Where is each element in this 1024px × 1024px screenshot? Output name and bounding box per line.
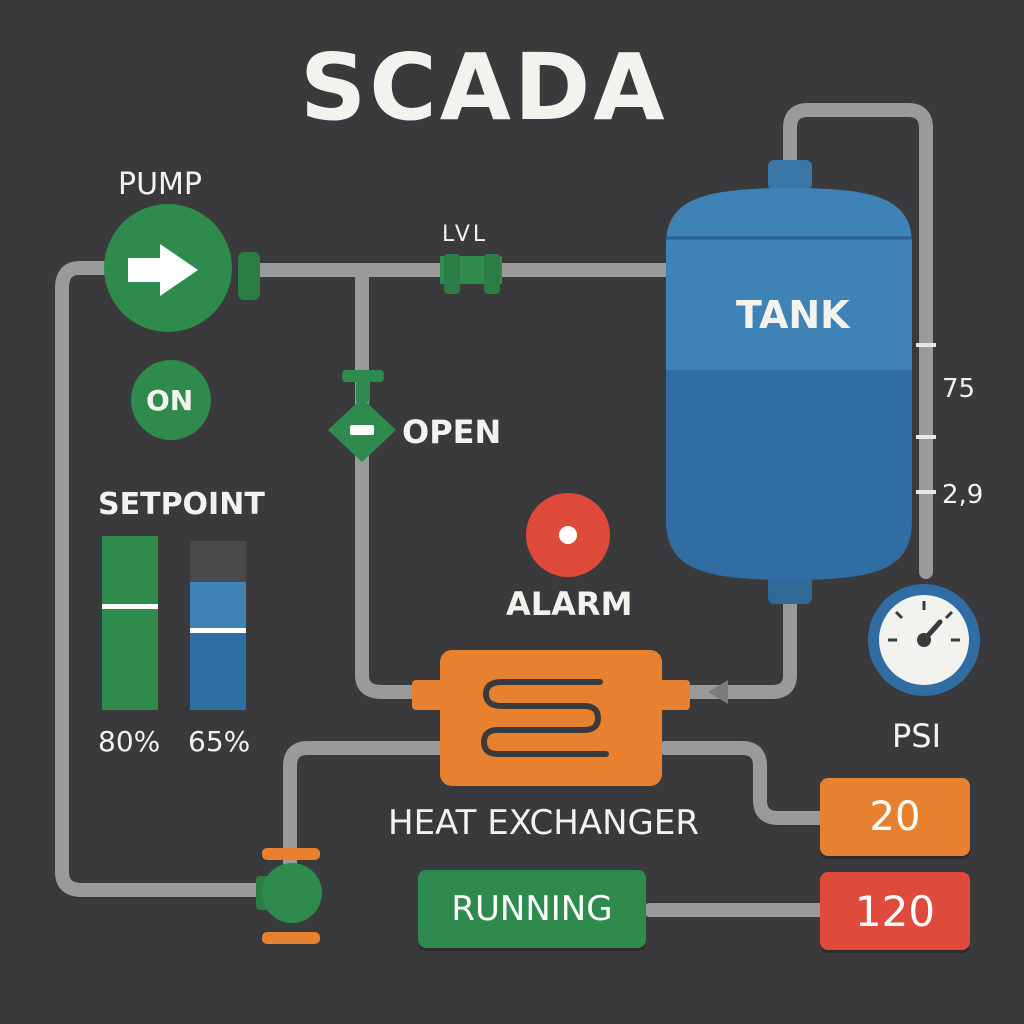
- alarm-label: ALARM: [506, 585, 633, 623]
- tank-scale: [916, 343, 936, 494]
- level-valve-icon[interactable]: [440, 254, 502, 294]
- control-valve-icon[interactable]: [328, 370, 396, 462]
- running-status-button[interactable]: RUNNING: [418, 870, 646, 948]
- running-status-label: RUNNING: [451, 889, 613, 929]
- readout-box-2: 120: [820, 872, 970, 950]
- tank-label: TANK: [736, 293, 850, 337]
- pipe-branch-down: [355, 263, 425, 699]
- flow-arrow-icon: [708, 680, 728, 704]
- page-title: SCADA: [300, 34, 668, 141]
- tank-scale-upper-label: 75: [942, 374, 976, 404]
- pipe-pump-return: [55, 261, 269, 897]
- level-valve-label: LVL: [442, 222, 489, 247]
- setpoint-value-2: 65%: [188, 725, 251, 758]
- setpoint-bar-2: [190, 541, 246, 710]
- bottom-pump-icon[interactable]: [256, 848, 322, 944]
- pump-status-text: ON: [146, 384, 194, 417]
- tank-scale-lower-label: 2,9: [942, 480, 984, 510]
- tank-vessel: [666, 160, 912, 604]
- pump-label: PUMP: [118, 167, 203, 202]
- heat-exchanger-label: HEAT EXCHANGER: [388, 803, 699, 843]
- readout-box-1: 20: [820, 778, 970, 856]
- valve-state-label: OPEN: [402, 413, 502, 451]
- setpoint-bar-1: [102, 536, 158, 710]
- pump-icon[interactable]: [104, 204, 260, 332]
- pressure-gauge-icon: [868, 584, 980, 696]
- pump-status-indicator: [131, 360, 211, 440]
- setpoint-title: SETPOINT: [98, 487, 265, 522]
- setpoint-value-1: 80%: [98, 725, 161, 758]
- pipe-hx-left-out: [283, 741, 447, 869]
- pipe-tank-top-loop: [783, 103, 933, 579]
- readout-value-2: 120: [854, 886, 936, 936]
- heat-exchanger-unit[interactable]: [412, 650, 690, 786]
- gauge-label: PSI: [892, 717, 942, 755]
- pipes: [55, 103, 933, 917]
- readout-value-1: 20: [869, 794, 921, 840]
- pipe-hx-right-out: [658, 741, 829, 825]
- heat-coil-icon: [480, 679, 609, 757]
- alarm-light-icon[interactable]: [526, 493, 610, 577]
- pipe-tank-bottom: [683, 595, 797, 699]
